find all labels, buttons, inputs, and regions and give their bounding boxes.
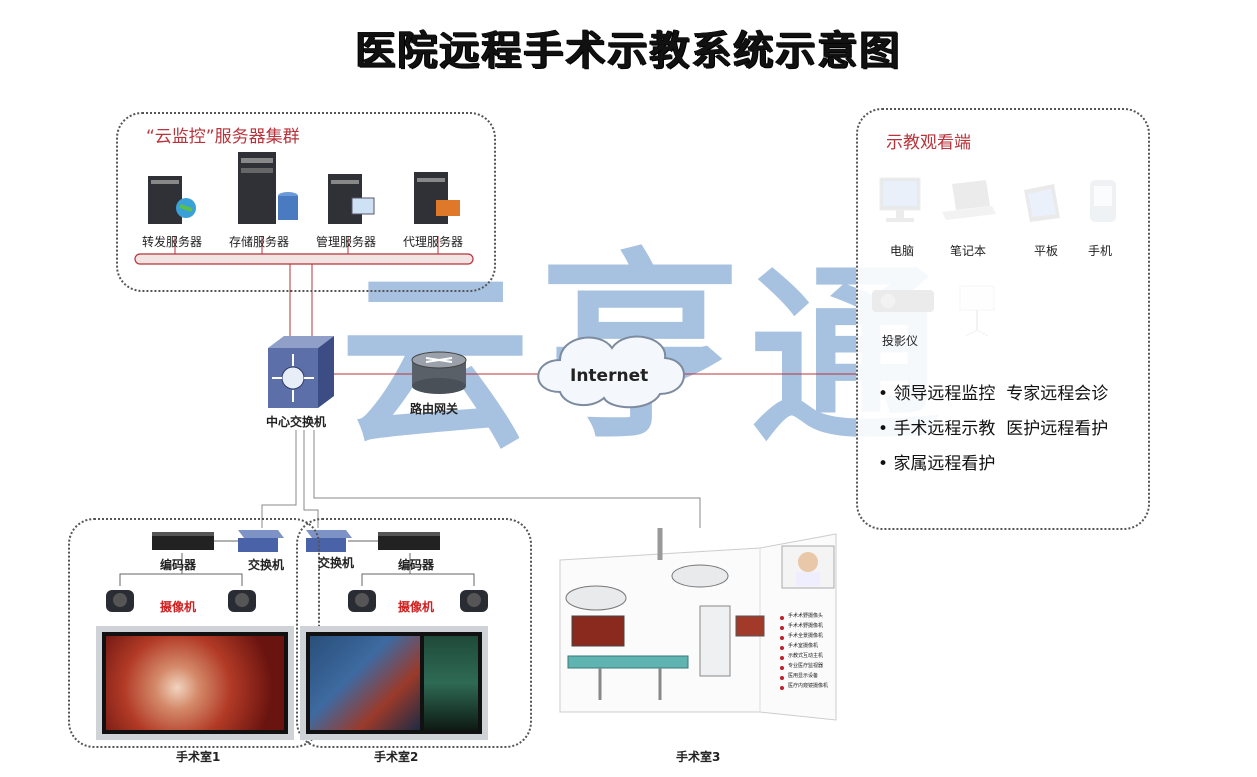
server-cluster-panel [116,112,496,292]
camera-1a-icon [106,590,134,612]
room1-encoder-label: 编码器 [160,558,197,572]
viewer-bullet-3: • 家属远程看护 [878,454,996,474]
device-label-computer: 电脑 [890,244,915,258]
room2-surgery-video [310,636,420,730]
room1-switch-label: 交换机 [248,558,285,572]
room3-label: 手术室3 [676,750,721,764]
viewer-panel-title: 示教观看端 [886,133,971,153]
viewer-panel [856,108,1150,530]
room2-surgery-monitor [300,626,488,740]
room3-legend-4: 手术室摄像机 [788,643,819,649]
management-server-icon [328,174,375,224]
room3-legend-6: 专业医疗监视器 [788,663,824,669]
room2-label: 手术室2 [374,750,419,764]
encoder-2-icon [378,532,440,550]
viewer-bullet-2: • 手术远程示教 医护远程看护 [878,419,1109,439]
room1-label: 手术室1 [176,750,221,764]
internet-label: Internet [570,366,649,386]
router-icon [411,351,467,394]
proxy-server-icon [414,172,460,224]
encoder-1-icon [152,532,214,550]
room2-camera-label: 摄像机 [398,600,435,614]
storage-server-icon [238,152,298,224]
server-label-storage: 存储服务器 [229,235,290,249]
room3-legend-2: 手术术野摄像机 [788,623,824,629]
server-label-management: 管理服务器 [316,235,377,249]
room2-encoder-label: 编码器 [398,558,435,572]
room1-surgery-video [106,636,284,730]
device-label-laptop: 笔记本 [950,244,987,258]
room1-surgery-monitor [96,626,294,740]
router-label: 路由网关 [410,402,459,416]
viewer-bullet-3-text: 家属远程看护 [893,454,996,474]
camera-1b-icon [228,590,256,612]
viewer-bullet-1: • 领导远程监控 专家远程会诊 [878,384,1109,404]
room2-surgery-video-inset [424,636,478,730]
forwarding-server-icon [148,176,196,224]
room3-legend-1: 手术术野摄像头 [788,613,824,619]
page-title: 医院远程手术示教系统示意图 [355,28,902,74]
switch-1-icon [238,530,284,552]
server-label-proxy: 代理服务器 [403,235,464,249]
device-label-projector: 投影仪 [882,334,919,348]
room2-switch-label: 交换机 [318,556,355,570]
viewer-bullet-2-text: 手术远程示教 医护远程看护 [893,419,1109,439]
camera-2b-icon [460,590,488,612]
core-switch-icon [268,336,334,408]
camera-2a-icon [348,590,376,612]
room3-legend-8: 医疗内窥镜摄像机 [788,683,829,689]
server-cluster-title: “云监控”服务器集群 [146,127,300,147]
device-label-phone: 手机 [1088,244,1113,258]
internet-cloud-icon [537,335,685,409]
room3-legend-3: 手术全景摄像机 [788,633,824,639]
room1-camera-label: 摄像机 [160,600,197,614]
server-label-forwarding: 转发服务器 [142,235,203,249]
room3-legend-7: 医用显示设备 [788,673,819,679]
core-switch-label: 中心交换机 [266,415,327,429]
viewer-bullet-1-text: 领导远程监控 专家远程会诊 [893,384,1109,404]
operating-room-2-panel [296,518,532,748]
device-label-tablet: 平板 [1034,244,1059,258]
room3-legend-5: 示教式互动主机 [788,653,824,659]
operating-room-3-illustration [559,528,837,721]
